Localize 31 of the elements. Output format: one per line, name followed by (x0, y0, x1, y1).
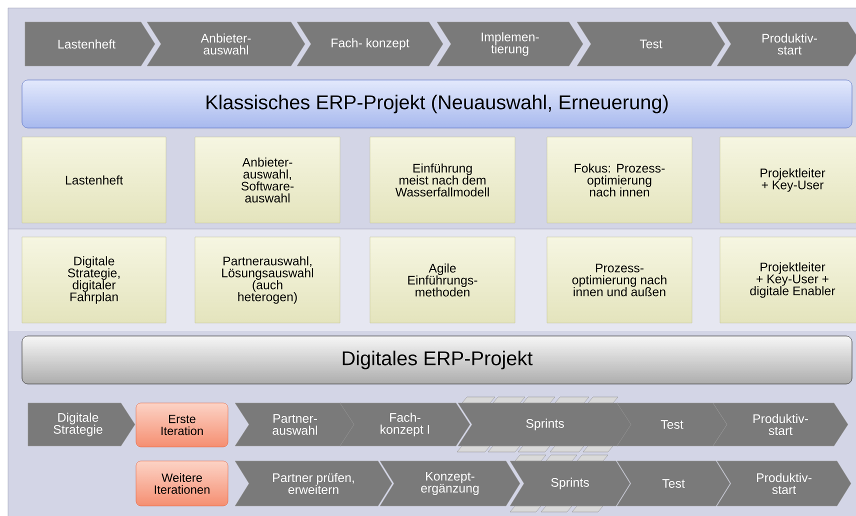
info-box: Agile Einführungs- methoden (370, 236, 516, 324)
chevron-step: Partner- auswahl (234, 402, 356, 446)
node-label: Produktiv- start (756, 472, 812, 494)
info-box: Projektleiter + Key-User (720, 136, 856, 224)
iteration-box: Weitere Iterationen (136, 460, 228, 506)
info-box: Projektleiter + Key-User + digitale Enabler (720, 236, 856, 324)
chevron-step: Implemen- tierung (436, 22, 584, 66)
chevron-step: Partner prüfen, erweitern (234, 460, 392, 506)
chevron-step: Sprints (456, 396, 632, 452)
chevron-step: Test (616, 460, 730, 506)
chevron-step: Anbieter- auswahl (146, 22, 306, 66)
chevron-step: Fach- konzept (296, 22, 444, 66)
banner: Klassisches ERP-Projekt (Neuauswahl, Erneuerung) (22, 80, 852, 128)
info-box: Einführung meist nach dem Wasserfallmodell (370, 136, 516, 224)
iteration-box: Erste Iteration (136, 402, 228, 448)
banner: Digitales ERP-Projekt (22, 336, 852, 384)
info-box: Anbieter- auswahl, Software- auswahl (194, 136, 340, 224)
chevron-step: Produktiv- start (716, 22, 856, 66)
chevron-step: Produktiv- start (716, 460, 852, 506)
chevron-step: Sprints (510, 454, 630, 512)
chevron-step: Digitale Strategie (28, 402, 136, 446)
info-box: Partnerauswahl, Lösungsauswahl (auch heterogen) (194, 236, 340, 324)
node-label: Produktiv- start (762, 33, 817, 55)
chevron-step: Test (576, 22, 726, 66)
chevron-step: Konzept- ergänzung (380, 460, 520, 506)
info-box: Prozess- optimierung nach innen und außen (546, 236, 692, 324)
info-box: Lastenheft (22, 136, 166, 224)
info-box: Digitale Strategie, digitaler Fahrplan (22, 236, 166, 324)
chevron-step: Test (616, 402, 728, 446)
chevron-step: Lastenheft (24, 22, 156, 66)
info-box: Fokus: Prozess- optimierung nach innen (546, 136, 692, 224)
